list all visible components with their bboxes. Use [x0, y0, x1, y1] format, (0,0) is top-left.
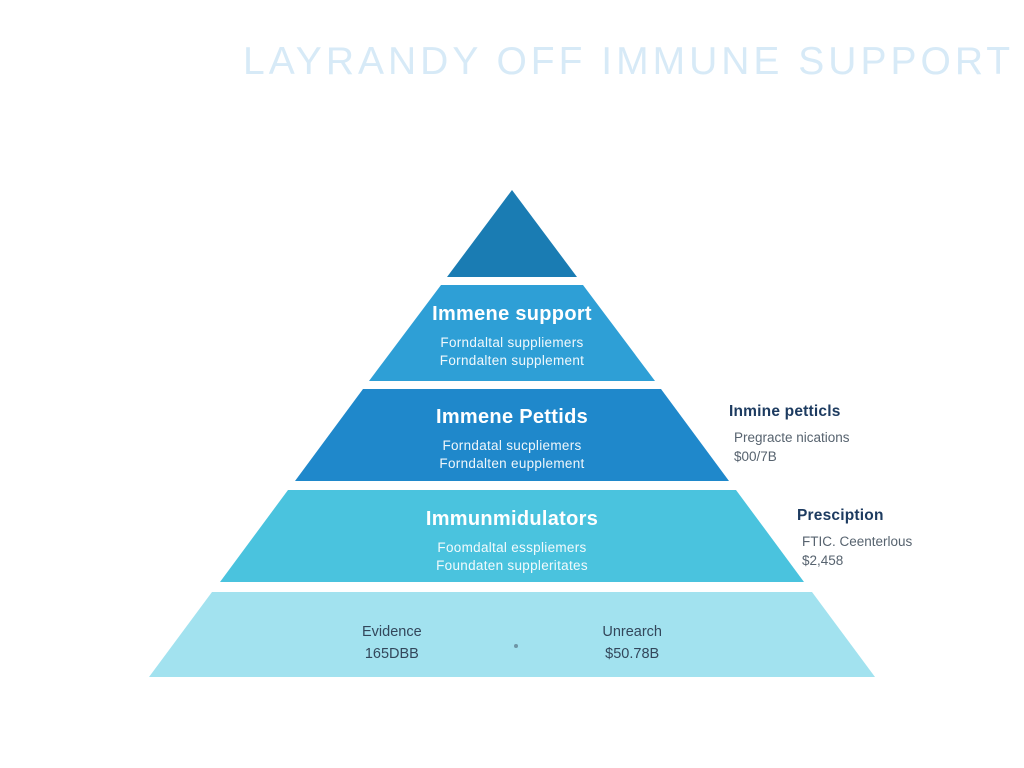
tier-immune-peptides-text: Immene Pettids Forndatal sucpliemers For…: [312, 406, 712, 472]
annotation-value: $2,458: [802, 553, 844, 568]
tier-subtitle-line2: Foundaten suppleritates: [436, 558, 588, 573]
annotation-immune-peptides: Inmine petticls Pregracte nications $00/…: [729, 403, 850, 464]
tier-immune-support-text: Immene support Forndaltal suppliemers Fo…: [312, 303, 712, 369]
annotation-prescription: Presciption FTIC. Ceenterlous $2,458: [797, 507, 912, 568]
annotation-line1: FTIC. Ceenterlous: [802, 534, 913, 549]
stat-label: Evidence: [362, 624, 422, 640]
tier-subtitle-line1: Foomdaltal esspliemers: [437, 540, 587, 555]
tier-title: Immene support: [432, 303, 592, 325]
stat-value: $50.78B: [605, 646, 660, 662]
tier-title: Immunmidulators: [425, 508, 599, 530]
annotation-line1: Pregracte nications: [734, 430, 850, 445]
tier-subtitle-line2: Forndalten supplement: [439, 353, 585, 368]
tier-title: Immene Pettids: [435, 406, 589, 428]
base-stat-evidence: Evidence 165DBB: [362, 624, 422, 662]
tier-subtitle-line2: Forndalten eupplement: [439, 456, 585, 471]
base-stat-research: Unrearch $50.78B: [602, 624, 662, 662]
annotation-value: $00/7B: [734, 449, 777, 464]
stat-label: Unrearch: [602, 624, 662, 640]
annotation-title: Presciption: [797, 507, 884, 524]
tier-subtitle-line1: Forndaltal suppliemers: [440, 335, 584, 350]
base-tier-stats: Evidence 165DBB Unrearch $50.78B: [362, 624, 662, 662]
tier-subtitle-line1: Forndatal sucpliemers: [442, 438, 582, 453]
stat-value: 165DBB: [364, 646, 419, 662]
tier-immunomodulators-text: Immunmidulators Foomdaltal esspliemers F…: [312, 508, 712, 574]
annotation-title: Inmine petticls: [729, 403, 841, 420]
page-title: LAYRANDY OFF IMMUNE SUPPORT: [243, 40, 1015, 83]
base-stats-separator-dot: [514, 644, 518, 648]
